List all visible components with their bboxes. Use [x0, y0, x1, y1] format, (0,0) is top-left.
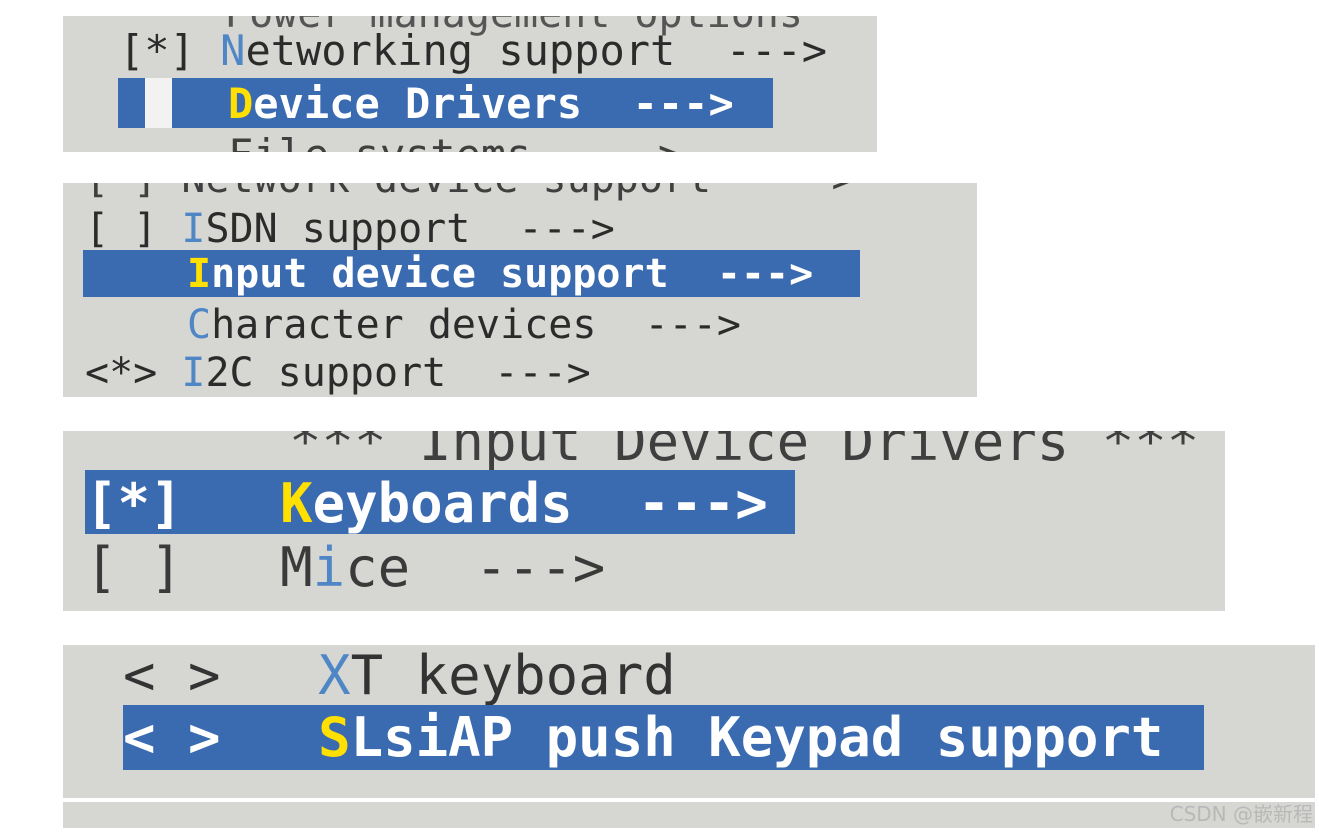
cut-off-item: Power management options [225, 16, 803, 34]
menu-item-label: T keyboard [350, 645, 676, 707]
menuconfig-panel-main: Power management options [*] Networking … [63, 16, 877, 152]
checkbox-mark[interactable]: [*] [119, 26, 195, 75]
checkbox-mark[interactable]: [ ] [85, 206, 158, 252]
panel-bottom-strip [63, 802, 1315, 828]
menuconfig-panel-keyboards: < > XT keyboard < > SLsiAP push Keypad s… [63, 645, 1315, 798]
checkbox-mark[interactable]: [*] [85, 472, 183, 535]
hotkey-letter: K [280, 472, 313, 535]
hotkey-letter: I [181, 206, 206, 252]
radio-mark[interactable]: < > [123, 706, 221, 769]
menu-item-device-drivers-selected[interactable]: Device Drivers ---> [118, 78, 773, 128]
hotkey-letter: I [187, 251, 212, 297]
checkbox-mark[interactable]: [ ] [85, 536, 183, 599]
menuconfig-panel-device-drivers: [ ] Network device support ---> [ ] ISDN… [63, 183, 977, 397]
hotkey-letter: S [318, 706, 351, 769]
menu-item-label: ce ---> [345, 536, 606, 599]
menu-item-keyboards-selected[interactable]: [*] Keyboards ---> [85, 470, 795, 534]
cursor-block [145, 78, 172, 128]
menu-item-label: 2C support ---> [205, 350, 591, 396]
watermark-text: CSDN @嵌新程 [1169, 802, 1313, 826]
menu-item-xt-keyboard[interactable]: < > XT keyboard [123, 649, 676, 703]
hotkey-letter: D [228, 79, 254, 128]
radio-mark[interactable]: < > [123, 645, 221, 707]
menu-item-isdn-support[interactable]: [ ] ISDN support ---> [85, 209, 615, 249]
menu-item-label: SDN support ---> [205, 206, 615, 252]
menu-item-label-start: M [280, 536, 313, 599]
menu-item-label: eyboards ---> [312, 472, 768, 535]
menu-item-networking-support[interactable]: [*] Networking support ---> [119, 30, 827, 72]
cut-off-item: File systems ---> [228, 134, 683, 153]
menuconfig-panel-input-devices: *** Input Device Drivers *** [*] Keyboar… [63, 431, 1225, 611]
hotkey-letter: I [181, 350, 206, 396]
hotkey-letter: N [220, 26, 246, 75]
menu-item-mice[interactable]: [ ] Mice ---> [85, 541, 605, 595]
menu-item-slsiap-keypad-selected[interactable]: < > SLsiAP push Keypad support [123, 705, 1204, 770]
cut-off-item: [ ] Network device support ---> [85, 183, 856, 199]
menu-item-label: nput device support ---> [211, 251, 814, 297]
menu-item-label: etworking support ---> [245, 26, 828, 75]
menu-item-label: haracter devices ---> [211, 302, 741, 348]
checkbox-mark[interactable]: <*> [85, 350, 158, 396]
menu-item-character-devices[interactable]: Character devices ---> [187, 305, 741, 345]
menu-item-input-device-support-selected[interactable]: Input device support ---> [83, 250, 860, 297]
hotkey-letter: C [187, 302, 212, 348]
keyboards-text: [*] Keyboards ---> [85, 477, 768, 531]
menu-item-label: LsiAP push Keypad support [350, 706, 1164, 769]
section-header: *** Input Device Drivers *** [289, 431, 1200, 473]
menu-item-label: evice Drivers ---> [253, 79, 734, 128]
device-drivers-text: Device Drivers ---> [228, 83, 734, 125]
menu-item-i2c-support[interactable]: <*> I2C support ---> [85, 353, 591, 393]
hotkey-letter: i [312, 536, 346, 599]
input-device-support-text: Input device support ---> [187, 254, 813, 294]
slsiap-keypad-text: < > SLsiAP push Keypad support [123, 711, 1163, 765]
hotkey-letter: X [318, 645, 351, 707]
